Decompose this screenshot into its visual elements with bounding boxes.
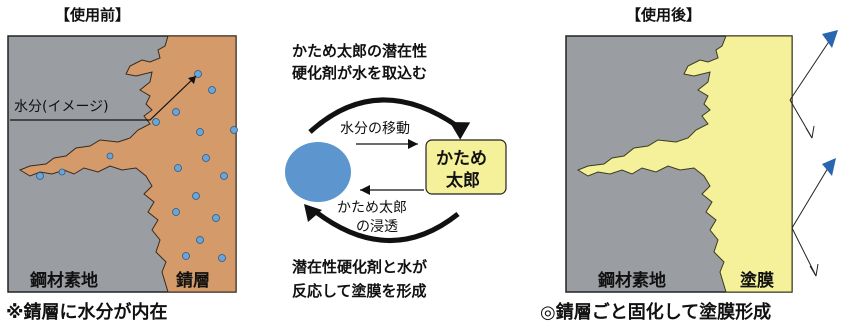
after-light-markers (822, 30, 838, 176)
kataame-box (425, 139, 507, 195)
arrow-penetration-label-line1: かため太郎 (337, 200, 407, 216)
kataame-box-line1: かため (436, 149, 487, 169)
after-film-label: 塗膜 (740, 271, 774, 291)
after-caption: ◎錆層ごと固化して塗膜形成 (540, 302, 772, 323)
arrow-water-move-label: 水分の移動 (340, 121, 410, 137)
kataame-box-line2: 太郎 (446, 171, 480, 191)
before-caption: ※錆層に水分が内在 (6, 302, 168, 323)
before-water-dots (36, 70, 238, 262)
center-top-line1: かため太郎の潜在性 (292, 42, 428, 60)
before-water-label: 水分(イメージ) (14, 99, 109, 115)
after-title: 【使用後】 (626, 6, 702, 24)
before-title: 【使用前】 (55, 6, 131, 24)
water-circle (285, 142, 351, 202)
after-steel-label: 鋼材素地 (598, 271, 666, 291)
before-rust-label: 錆層 (176, 271, 210, 291)
center-bottom-line2: 反応して塗膜を形成 (292, 282, 427, 300)
water-leader-line (10, 75, 197, 121)
center-bottom-line1: 潜在性硬化剤と水が (292, 258, 428, 276)
arrow-penetration-label-line2: の浸透 (356, 219, 398, 235)
cycle-arrow-top (308, 97, 462, 134)
before-steel-label: 鋼材素地 (30, 271, 98, 291)
after-film-layer (576, 35, 793, 293)
before-rust-layer (18, 35, 237, 293)
cycle-arrow-bottom (314, 210, 460, 243)
after-light-arrows (789, 39, 831, 277)
center-top-line2: 硬化剤が水を取込む (292, 64, 428, 82)
